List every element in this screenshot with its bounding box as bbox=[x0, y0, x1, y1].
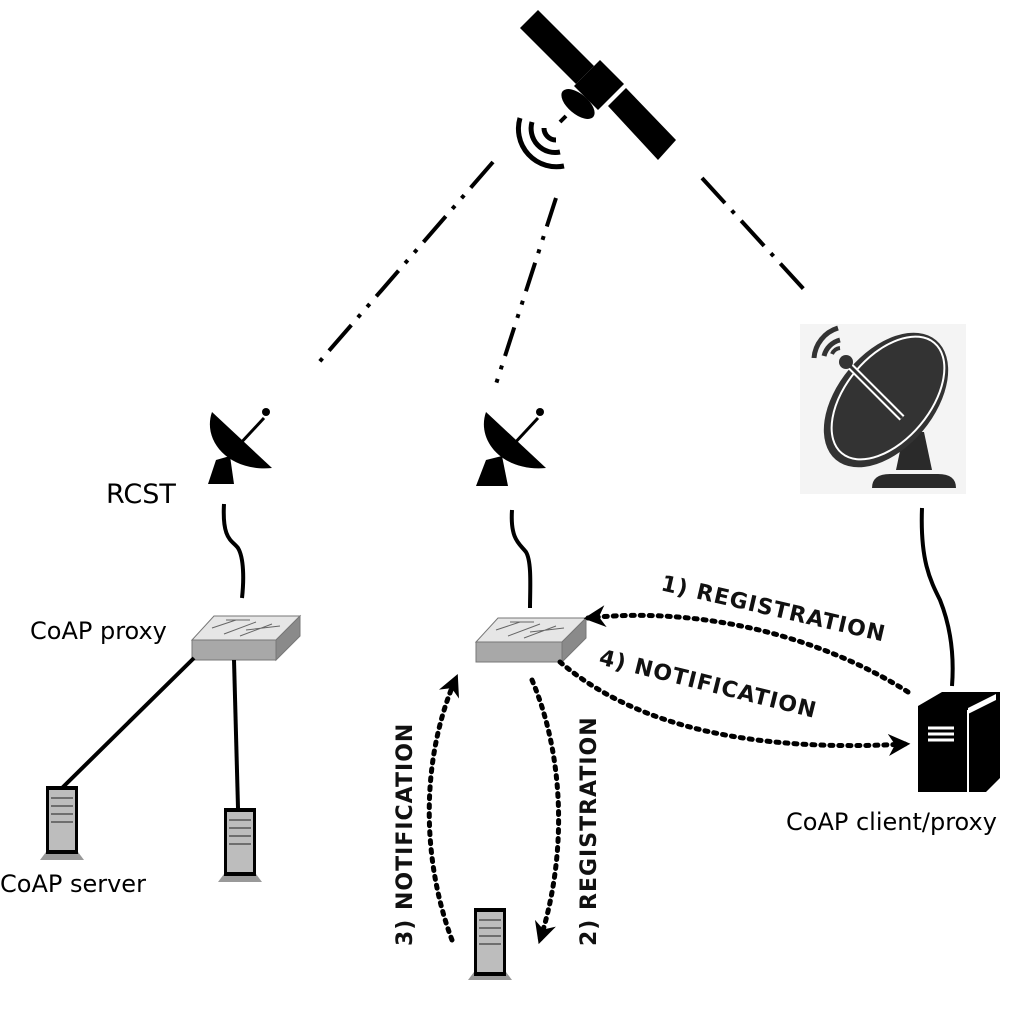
large-dish-antenna-icon bbox=[800, 324, 966, 494]
step2-label: 2) REGISTRATION bbox=[577, 716, 602, 946]
cables bbox=[221, 503, 955, 687]
sat-link-right bbox=[700, 176, 812, 298]
client-computer-icon bbox=[918, 692, 1000, 792]
coap-client-proxy-label: CoAP client/proxy bbox=[786, 808, 997, 836]
arrow-step2 bbox=[529, 677, 562, 945]
network-switch-icon bbox=[474, 616, 588, 664]
sat-link-middle bbox=[494, 197, 558, 385]
flow-arrows bbox=[426, 605, 911, 945]
server-tower-icon bbox=[468, 908, 512, 980]
satellite-links bbox=[312, 160, 812, 385]
dish-antenna-icon bbox=[476, 408, 546, 486]
arrow-step4 bbox=[557, 659, 911, 756]
dish-antenna-icon bbox=[208, 408, 272, 484]
server-tower-icon bbox=[218, 808, 262, 882]
network-switch-icon bbox=[190, 614, 302, 662]
satellite-icon bbox=[515, 10, 676, 170]
coap-proxy-label: CoAP proxy bbox=[30, 617, 167, 645]
coap-server-label: CoAP server bbox=[0, 870, 146, 898]
arrow-step3 bbox=[426, 673, 460, 943]
server-tower-icon bbox=[40, 786, 84, 860]
step4-label: 4) NOTIFICATION bbox=[597, 646, 820, 724]
cables bbox=[60, 656, 240, 809]
sat-link-left bbox=[312, 160, 495, 370]
rcst-label: RCST bbox=[106, 479, 176, 510]
step3-label: 3) NOTIFICATION bbox=[393, 723, 418, 946]
arrow-step1 bbox=[583, 605, 911, 695]
